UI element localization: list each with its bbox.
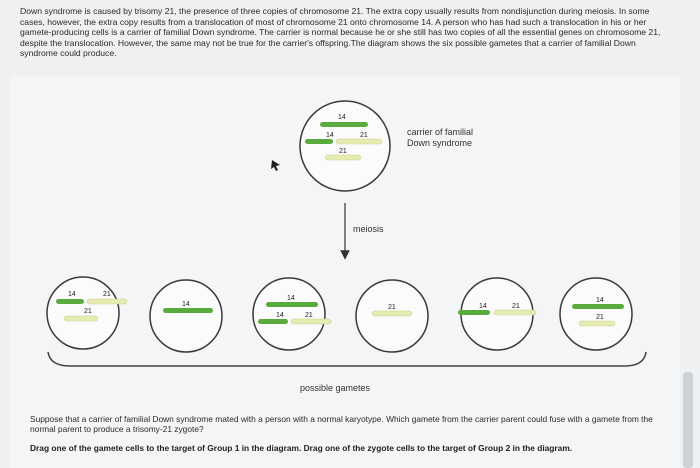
possible-gametes-label: possible gametes — [300, 383, 371, 393]
svg-text:21: 21 — [305, 312, 313, 319]
svg-text:14: 14 — [479, 303, 487, 310]
gamete-cell-1[interactable]: 14 21 21 — [46, 276, 128, 350]
chromosome-14-bar — [305, 139, 333, 144]
gamete-cell-2[interactable]: 14 — [149, 279, 223, 353]
chr14-label: 14 — [326, 132, 334, 139]
carrier-label: carrier of familial Down syndrome — [407, 127, 474, 148]
gamete-cell-3[interactable]: 14 14 21 — [252, 277, 332, 351]
chromosome-21-bar — [324, 154, 362, 161]
chr14-label: 14 — [338, 114, 346, 121]
gamete-cell-6[interactable]: 14 21 — [559, 277, 633, 351]
svg-text:21: 21 — [596, 314, 604, 321]
gamete-cell-4[interactable]: 21 — [355, 279, 429, 353]
cursor-icon — [271, 160, 280, 171]
svg-text:21: 21 — [103, 291, 111, 298]
meiosis-label: meiosis — [353, 224, 384, 234]
instruction-text: Drag one of the gamete cells to the targ… — [30, 443, 573, 453]
svg-text:14: 14 — [182, 301, 190, 308]
question-text: Suppose that a carrier of familial Down … — [30, 414, 653, 435]
scrollbar[interactable] — [683, 372, 693, 468]
svg-text:21: 21 — [84, 308, 92, 315]
gametes-bracket — [47, 351, 647, 367]
svg-text:14: 14 — [596, 297, 604, 304]
chr21-label: 21 — [360, 132, 368, 139]
chromosome-21-bar — [335, 138, 383, 145]
svg-text:14: 14 — [68, 291, 76, 298]
chromosome-14-bar — [320, 122, 368, 127]
carrier-cell: 14 14 21 21 — [299, 100, 391, 192]
svg-text:21: 21 — [512, 303, 520, 310]
intro-paragraph: Down syndrome is caused by trisomy 21, t… — [20, 6, 661, 59]
svg-text:14: 14 — [276, 312, 284, 319]
svg-text:14: 14 — [287, 295, 295, 302]
svg-text:21: 21 — [388, 304, 396, 311]
gamete-cell-5[interactable]: 14 21 — [458, 277, 537, 351]
chr21-label: 21 — [339, 148, 347, 155]
